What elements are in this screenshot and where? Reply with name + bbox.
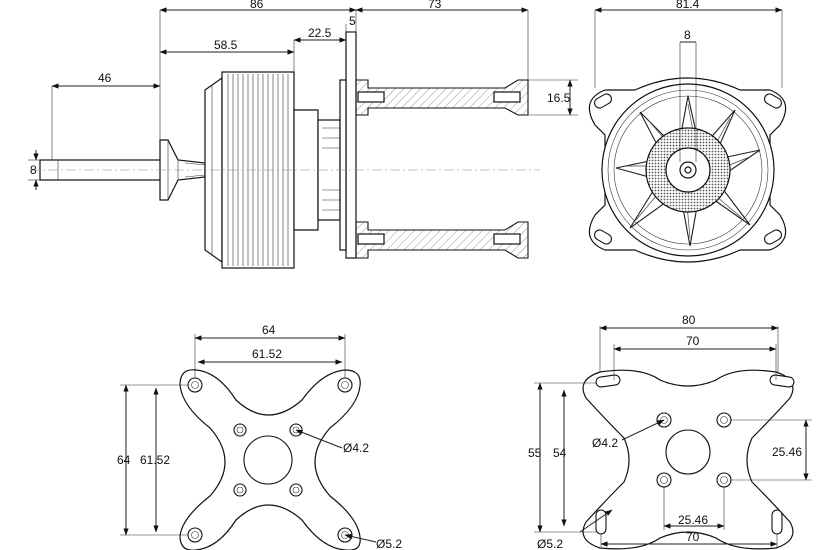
mount-plate — [345, 31, 357, 259]
dim-mount-depth: 73 — [428, 0, 442, 11]
dim-front-center-dia: 8 — [684, 28, 691, 42]
lug-slot-tr — [763, 93, 783, 109]
dim-shaft-length: 46 — [98, 71, 112, 85]
cross-mount-view: 64 61.52 64 61.52 Ø4.2 Ø5.2 — [117, 323, 402, 550]
dim-overall-length: 86 — [250, 0, 264, 11]
dim-cross-inner-hole: Ø4.2 — [343, 441, 369, 455]
cross-outer-hole-bl — [187, 527, 203, 543]
dim-standoff-width: 16.5 — [547, 91, 571, 105]
dim-cross-top-width: 64 — [262, 323, 276, 337]
plate-inner-hole-tr — [716, 412, 732, 428]
dim-cross-top-bc: 61.52 — [252, 347, 282, 361]
dim-front-overall-width: 81.4 — [676, 0, 700, 11]
cross-outer-hole-tr — [337, 377, 353, 393]
dim-body-length: 58.5 — [214, 38, 238, 52]
plate-slot-bl — [595, 509, 607, 535]
dim-plate-inner-hole: Ø4.2 — [592, 436, 618, 450]
standoff-lower — [355, 221, 529, 259]
cross-center-bore — [243, 435, 293, 485]
dim-plate-left-inner: 54 — [553, 446, 567, 460]
plate-inner-hole-bl — [656, 472, 672, 488]
cross-inner-hole-bl — [233, 483, 247, 497]
front-view: 81.4 8 — [588, 0, 787, 263]
dim-plate-left-outer: 55 — [528, 446, 542, 460]
dim-shaft-dia: 8 — [30, 163, 37, 177]
lug-slot-bl — [593, 229, 613, 245]
dim-plate-top-slot: 70 — [686, 334, 700, 348]
lug-slot-br — [763, 229, 783, 245]
dim-cross-left-bc: 61.52 — [140, 453, 170, 467]
dim-plate-outer-hole: Ø5.2 — [537, 537, 563, 550]
dim-plate-top-width: 80 — [682, 313, 696, 327]
plate-mount-view: 80 70 55 54 25.46 Ø4.2 25.46 Ø5.2 — [528, 313, 812, 550]
dim-plate-thickness: 5 — [349, 14, 356, 28]
dim-plate-bottom-slot: 70 — [686, 530, 700, 544]
plate-inner-hole-br — [716, 472, 732, 488]
dim-cross-outer-hole: Ø5.2 — [376, 537, 402, 550]
side-view-dimensions: 86 73 58.5 22.5 5 46 16.5 8 — [28, 0, 578, 190]
dim-plate-right-spacing: 25.46 — [772, 445, 802, 459]
side-view — [30, 31, 540, 269]
dim-back-length: 22.5 — [308, 26, 332, 40]
lug-slot-tl — [593, 93, 613, 109]
plate-center-bore — [665, 429, 711, 475]
cross-inner-hole-tl — [233, 423, 247, 437]
dim-cross-left-height: 64 — [117, 453, 131, 467]
plate-slot-br — [771, 509, 783, 535]
cross-inner-hole-br — [289, 483, 303, 497]
cross-outer-hole-tl — [187, 377, 203, 393]
dim-plate-bottom-spacing: 25.46 — [678, 513, 708, 527]
